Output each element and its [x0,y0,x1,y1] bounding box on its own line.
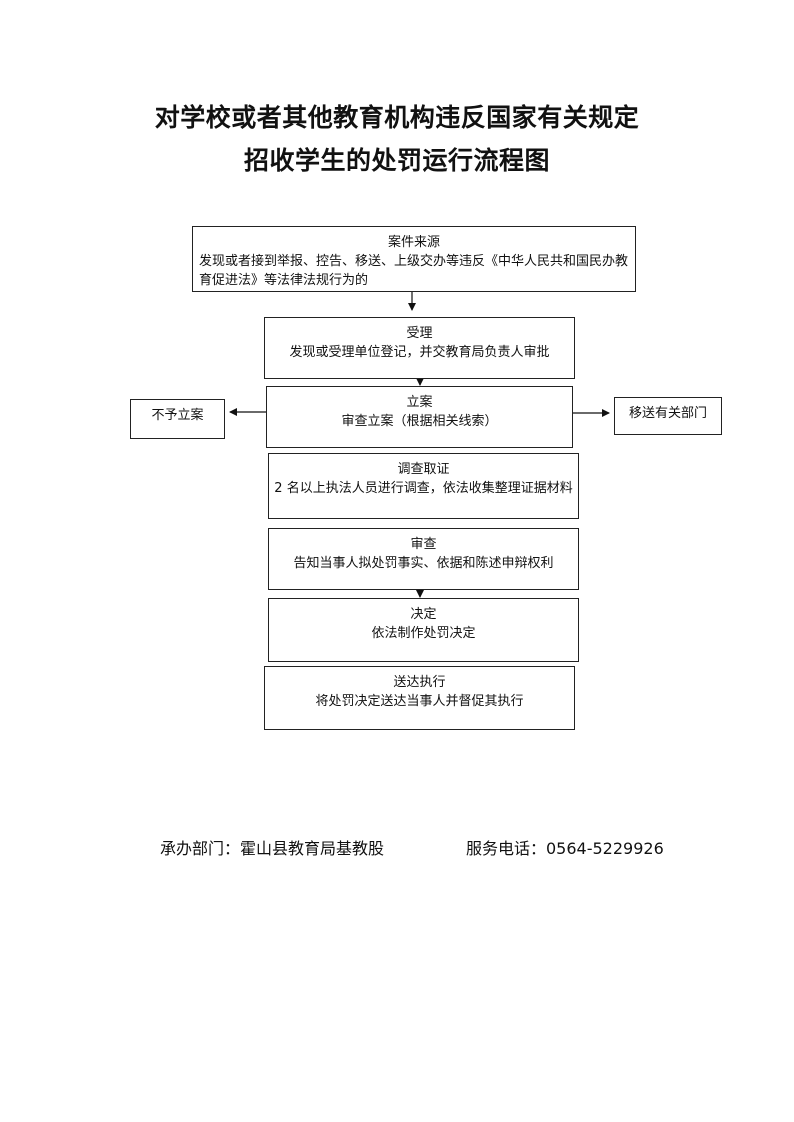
page-title-line1: 对学校或者其他教育机构违反国家有关规定 [154,103,640,132]
step-body: 发现或者接到举报、控告、移送、上级交办等违反《中华人民共和国民办教育促进法》等法… [199,254,629,288]
branch-label: 不予立案 [151,408,204,423]
step-body: 2 名以上执法人员进行调查，依法收集整理证据材料 [274,481,573,496]
branch-not-filed: 不予立案 [130,399,225,439]
step-case-source: 案件来源 发现或者接到举报、控告、移送、上级交办等违反《中华人民共和国民办教育促… [192,226,636,292]
step-body: 依法制作处罚决定 [371,626,476,641]
step-investigate: 调查取证 2 名以上执法人员进行调查，依法收集整理证据材料 [268,453,579,519]
step-heading: 决定 [410,607,437,622]
step-review: 审查 告知当事人拟处罚事实、依据和陈述申辩权利 [268,528,579,590]
page-title-line2: 招收学生的处罚运行流程图 [243,146,550,175]
step-heading: 送达执行 [393,675,446,690]
step-heading: 立案 [406,395,433,410]
step-serve-execute: 送达执行 将处罚决定送达当事人并督促其执行 [264,666,575,730]
step-body: 告知当事人拟处罚事实、依据和陈述申辩权利 [293,556,554,571]
step-accept: 受理 发现或受理单位登记，并交教育局负责人审批 [264,317,575,379]
step-body: 发现或受理单位登记，并交教育局负责人审批 [289,345,550,360]
step-heading: 审查 [410,537,437,552]
step-file-case: 立案 审查立案（根据相关线索） [266,386,573,448]
branch-transfer: 移送有关部门 [614,397,722,435]
branch-label: 移送有关部门 [628,406,707,421]
step-heading: 调查取证 [397,462,450,477]
footer-phone: 服务电话：0564-5229926 [466,839,664,858]
step-body: 审查立案（根据相关线索） [341,414,498,429]
step-heading: 受理 [406,326,433,341]
step-decide: 决定 依法制作处罚决定 [268,598,579,662]
step-body: 将处罚决定送达当事人并督促其执行 [315,694,524,709]
step-heading: 案件来源 [387,235,440,250]
footer-department: 承办部门：霍山县教育局基教股 [160,839,385,858]
